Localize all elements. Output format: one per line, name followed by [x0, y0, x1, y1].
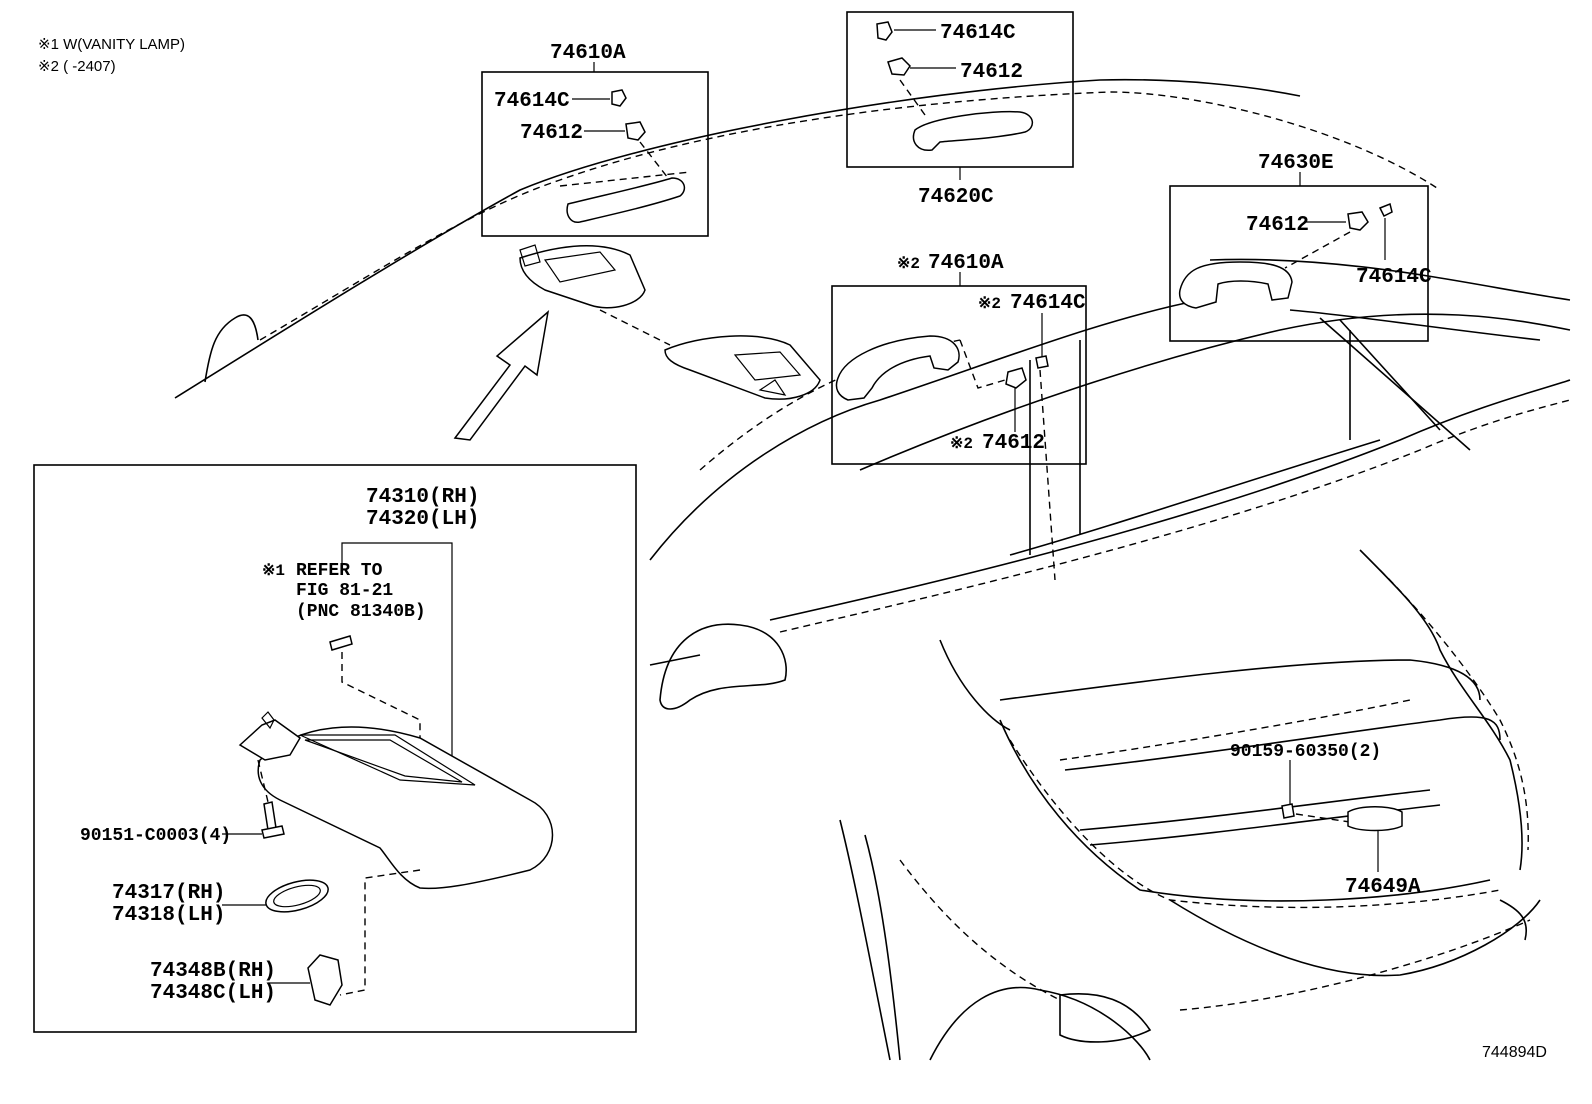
rear-screw-part — [1281, 803, 1295, 819]
label-holder-rh: 74317(RH) — [112, 882, 225, 905]
front-grip-box — [481, 71, 709, 237]
rear-grip-cap-part — [1378, 202, 1393, 218]
alt-grip-box — [831, 285, 1087, 465]
label-visor-rh: 74310(RH) — [366, 486, 479, 509]
visor-holder — [265, 879, 329, 913]
label-rear-grip-cover: 74612 — [1246, 214, 1309, 237]
alt-grip-cover-part — [1005, 367, 1027, 389]
visor-screw — [263, 801, 277, 831]
label-alt-grip-assy: 74610A — [928, 252, 1004, 275]
rear-grip-box — [1169, 185, 1429, 342]
label-visor-lh: 74320(LH) — [366, 508, 479, 531]
visor-bracket — [307, 954, 343, 1006]
label-bracket-rh: 74348B(RH) — [150, 960, 276, 983]
label-front-grip-assy: 74610A — [550, 42, 626, 65]
label-holder-lh: 74318(LH) — [112, 904, 225, 927]
visor-mount — [238, 719, 301, 761]
note-vanity-lamp: ※1 W(VANITY LAMP) — [38, 36, 185, 53]
label-mid-grip-assy: 74620C — [918, 186, 994, 209]
label-screw: 90151-C0003(4) — [80, 826, 231, 846]
label-alt-grip-mark: ※2 — [897, 255, 920, 273]
front-grip-handle — [566, 177, 686, 223]
label-rear-grip-assy: 74630E — [1258, 152, 1334, 175]
label-refer-line1: REFER TO — [296, 561, 383, 581]
label-rear-handle: 74649A — [1345, 876, 1421, 899]
grip-cover-part — [625, 121, 646, 141]
vanity-lamp-bulb — [329, 635, 353, 651]
label-refer-mark: ※1 — [262, 562, 285, 580]
alt-grip-cap-part — [1035, 355, 1049, 369]
mid-grip-handle — [912, 110, 1033, 151]
mid-grip-cap-part — [876, 21, 893, 41]
label-front-grip-cover: 74612 — [520, 122, 583, 145]
label-rear-screw: 90159-60350(2) — [1230, 742, 1381, 762]
rear-handle-part — [1347, 806, 1403, 832]
direction-arrow — [453, 310, 550, 441]
mid-grip-cover-part — [887, 57, 911, 76]
label-bracket-lh: 74348C(LH) — [150, 982, 276, 1005]
label-alt-grip-cover: 74612 — [982, 432, 1045, 455]
label-front-grip-cap: 74614C — [494, 90, 570, 113]
note-serial-range: ※2 ( -2407) — [38, 58, 116, 75]
label-alt-grip-cap: 74614C — [1010, 292, 1086, 315]
label-alt-grip-cover-mark: ※2 — [950, 435, 973, 453]
label-refer-line3: (PNC 81340B) — [296, 602, 426, 622]
figure-id: 744894D — [1482, 1044, 1547, 1061]
car-body-outline — [174, 78, 1571, 1061]
sun-visor-detail-box — [33, 464, 637, 1033]
label-mid-grip-cover: 74612 — [960, 61, 1023, 84]
rear-grip-handle — [1178, 261, 1293, 309]
label-alt-grip-cap-mark: ※2 — [978, 295, 1001, 313]
label-refer-line2: FIG 81-21 — [296, 581, 393, 601]
label-mid-grip-cap: 74614C — [940, 22, 1016, 45]
sun-visor-panel — [257, 726, 554, 890]
front-sun-visor-illustration — [519, 244, 821, 400]
alt-grip-handle — [835, 335, 960, 401]
rear-grip-cover-part — [1347, 211, 1369, 231]
grip-cap-part — [611, 89, 627, 107]
label-rear-grip-cap: 74614C — [1356, 266, 1432, 289]
